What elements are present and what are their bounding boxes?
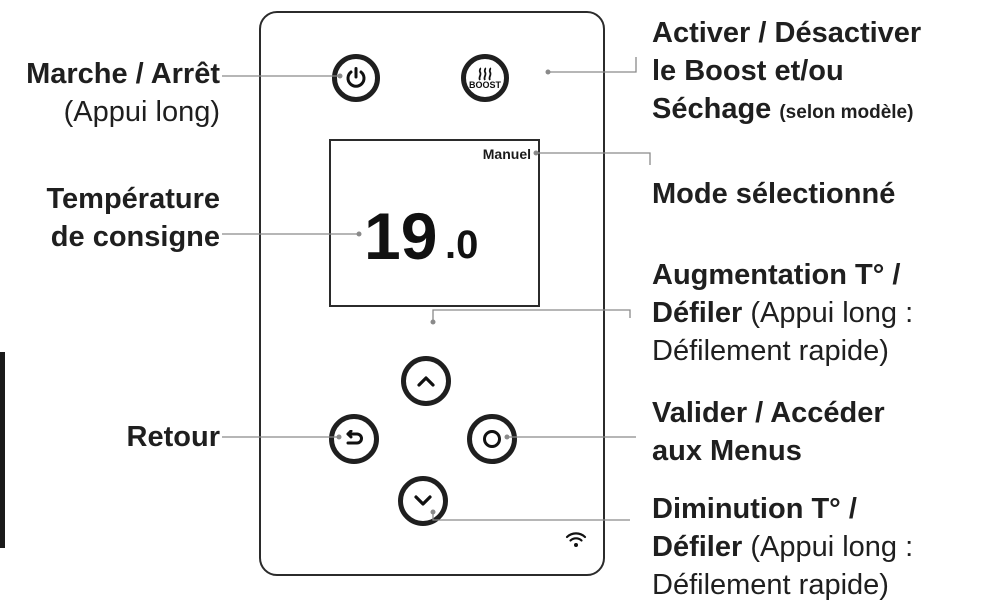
up-label: Augmentation T° / Défiler (Appui long : … xyxy=(652,256,985,370)
heat-waves-icon xyxy=(478,66,492,80)
display-temperature-integer: 19 xyxy=(364,199,438,273)
boost-label: Activer / Désactiver le Boost et/ou Séch… xyxy=(652,14,985,132)
down-label-line2-bold: Défiler xyxy=(652,531,743,563)
up-label-line2-bold: Défiler xyxy=(652,297,743,329)
back-label: Retour xyxy=(0,418,220,456)
circle-icon xyxy=(483,430,501,448)
display-mode: Manuel xyxy=(482,146,531,162)
ok-label: Valider / Accéder aux Menus xyxy=(652,394,985,470)
down-button[interactable] xyxy=(398,476,448,526)
power-label-main: Marche / Arrêt xyxy=(26,58,220,90)
temperature-label-line1: Température xyxy=(46,183,220,215)
power-label-sub: (Appui long) xyxy=(63,96,220,128)
back-label-text: Retour xyxy=(126,421,220,453)
ok-button[interactable] xyxy=(467,414,517,464)
up-button[interactable] xyxy=(401,356,451,406)
chevron-down-icon xyxy=(414,495,432,506)
power-icon xyxy=(346,67,366,88)
temperature-label-line2: de consigne xyxy=(50,221,220,253)
display-temperature-decimal: .0 xyxy=(445,223,479,267)
boost-label-line3-small: (selon modèle) xyxy=(779,102,914,123)
mode-label: Mode sélectionné xyxy=(652,175,985,213)
down-label: Diminution T° / Défiler (Appui long : Dé… xyxy=(652,490,985,604)
back-button[interactable] xyxy=(329,414,379,464)
boost-label-line1: Activer / Désactiver xyxy=(652,17,922,49)
down-label-line3: Défilement rapide) xyxy=(652,569,889,601)
down-label-line2: (Appui long : xyxy=(750,531,914,563)
boost-button-label: BOOST xyxy=(468,79,501,90)
wifi-icon xyxy=(565,532,587,547)
boost-label-line3: Séchage xyxy=(652,93,772,125)
up-label-line2: (Appui long : xyxy=(750,297,914,329)
ok-label-line1: Valider / Accéder xyxy=(652,397,885,429)
boost-button[interactable]: BOOST xyxy=(461,54,509,102)
return-arrow-icon xyxy=(346,430,363,445)
power-button[interactable] xyxy=(332,54,380,102)
temperature-label: Température de consigne xyxy=(0,180,220,256)
down-label-line1: Diminution T° / xyxy=(652,493,857,525)
up-label-line3: Défilement rapide) xyxy=(652,335,889,367)
mode-label-text: Mode sélectionné xyxy=(652,178,896,210)
boost-label-line2: le Boost et/ou xyxy=(652,55,844,87)
up-label-line1: Augmentation T° / xyxy=(652,259,901,291)
power-label: Marche / Arrêt (Appui long) xyxy=(0,55,220,131)
ok-label-line2: aux Menus xyxy=(652,435,802,467)
left-edge-bar xyxy=(0,352,5,548)
chevron-up-icon xyxy=(417,376,435,387)
display-screen xyxy=(329,139,540,307)
